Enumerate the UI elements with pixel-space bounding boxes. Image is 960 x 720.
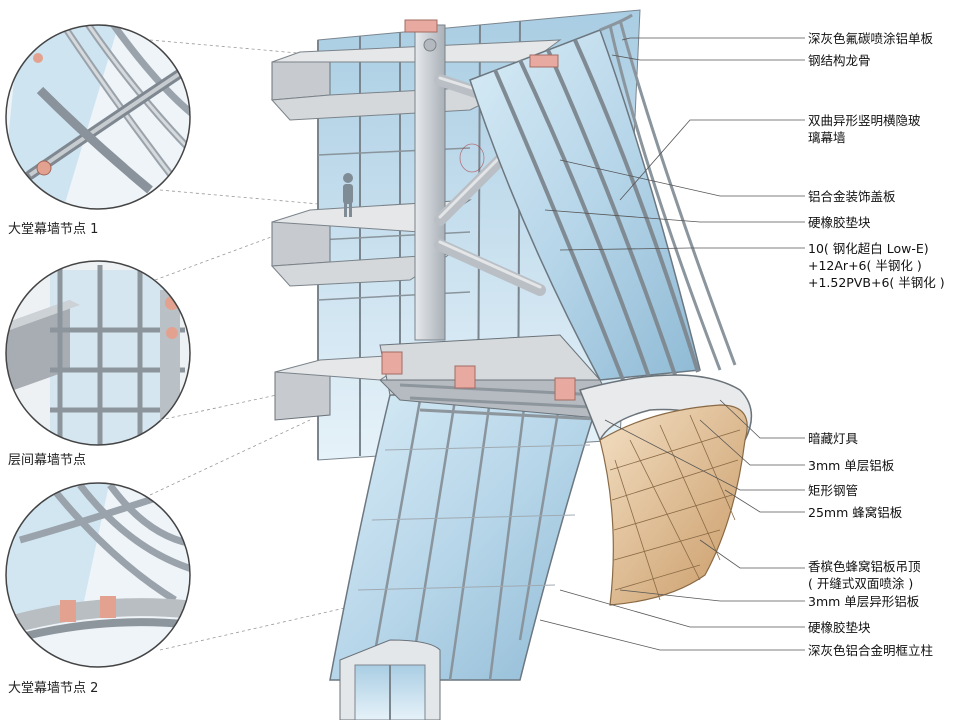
callout-double-curved-glass-wall: 双曲异形竖明横隐玻 璃幕墙 — [808, 113, 921, 145]
champagne-honeycomb-ceiling — [599, 404, 748, 606]
lobby-curved-glass — [329, 394, 602, 681]
detail-circle-lobby-node-1 — [5, 24, 191, 210]
detail-circle-interfloor-node — [5, 260, 191, 446]
callout-aluminum-cover-plate: 铝合金装饰盖板 — [808, 189, 896, 204]
callout-rubber-pad-1: 硬橡胶垫块 — [808, 215, 871, 230]
detail-label-interfloor-node: 层间幕墙节点 — [8, 453, 87, 468]
main-building-cutaway — [270, 9, 753, 720]
steel-column — [404, 19, 446, 341]
detail-circle-lobby-node-2 — [5, 482, 191, 668]
callout-steel-frame: 钢结构龙骨 — [808, 53, 871, 68]
callout-concealed-light: 暗藏灯具 — [808, 431, 859, 446]
entrance-frame — [339, 639, 441, 720]
callout-glass-spec: 10( 钢化超白 Low-E) +12Ar+6( 半钢化 ) +1.52PVB+… — [808, 241, 945, 290]
callout-aluminum-panel-3mm: 3mm 单层铝板 — [808, 458, 895, 473]
callout-leader-lines — [539, 37, 805, 651]
callout-dark-grey-fluorocarbon-panel: 深灰色氟碳喷涂铝单板 — [808, 31, 934, 46]
canopy-structure — [378, 334, 621, 422]
callout-honeycomb-panel-25mm: 25mm 蜂窝铝板 — [808, 505, 903, 520]
callout-shaped-panel-3mm: 3mm 单层异形铝板 — [808, 594, 920, 609]
callout-rect-steel-tube: 矩形钢管 — [808, 483, 859, 498]
detail-label-lobby-node-1: 大堂幕墙节点 1 — [8, 222, 99, 237]
callout-dark-grey-mullion: 深灰色铝合金明框立柱 — [808, 643, 934, 658]
detail-label-lobby-node-2: 大堂幕墙节点 2 — [8, 681, 99, 696]
callout-champagne-ceiling: 香槟色蜂窝铝板吊顶 ( 开缝式双面喷涂 ) — [808, 559, 921, 591]
person-silhouette — [343, 173, 353, 217]
double-curved-glass-wall — [469, 13, 737, 386]
callout-rubber-pad-2: 硬橡胶垫块 — [808, 620, 871, 635]
